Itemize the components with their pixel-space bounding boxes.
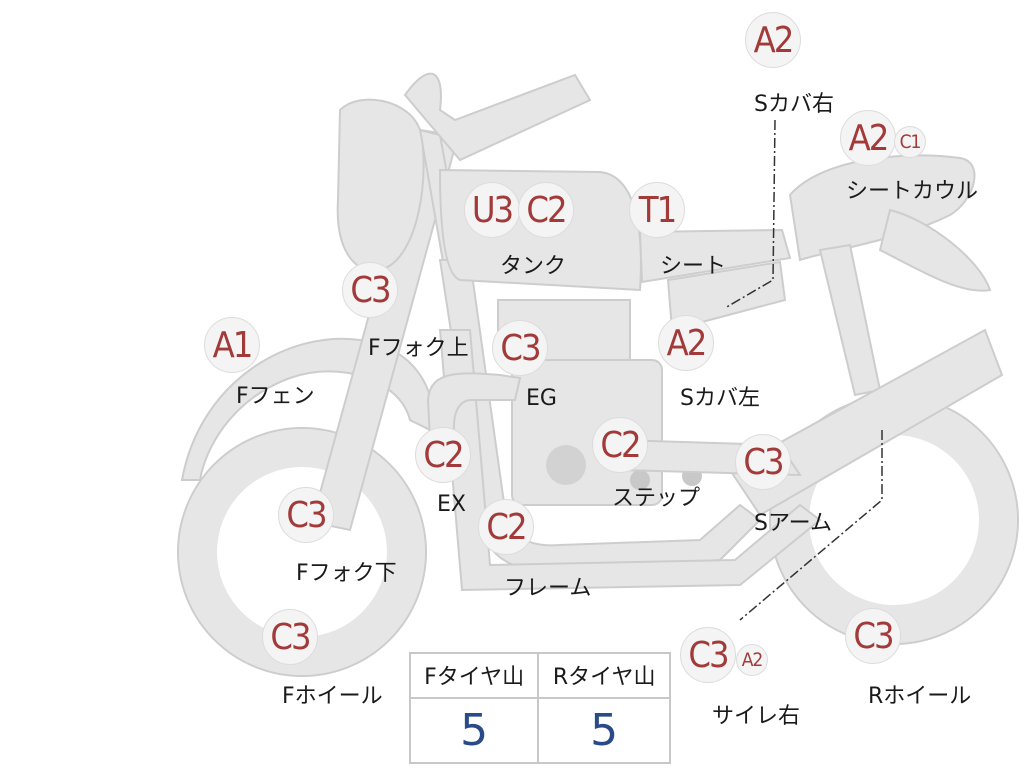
label-f-fender: Fフェン <box>236 384 315 409</box>
tail-shape <box>878 208 992 292</box>
grade-f-wheel: C3 <box>262 609 318 665</box>
seat-shape <box>638 228 792 284</box>
label-f-fork-lower: Fフォク下 <box>296 561 397 586</box>
label-step: ステップ <box>612 486 701 511</box>
grade-f-fork-lower: C3 <box>278 487 334 543</box>
grade-f-fork-upper: C3 <box>342 262 398 318</box>
tire-tread-table: Fタイヤ山 Rタイヤ山 5 5 <box>408 652 671 765</box>
grade-seat-cowl-2: C1 <box>894 126 926 158</box>
grade-tank-2: C2 <box>518 182 574 238</box>
label-tank: タンク <box>500 254 567 279</box>
grade-seat: T1 <box>629 182 685 238</box>
label-r-wheel: Rホイール <box>868 684 972 709</box>
label-engine: EG <box>526 386 557 411</box>
label-seat-cowl: シートカウル <box>846 179 979 204</box>
grade-swing-arm: C3 <box>735 434 791 490</box>
label-s-cover-left: Sカバ左 <box>680 386 760 411</box>
label-swing-arm: Sアーム <box>754 511 832 536</box>
front-wheel-outline <box>177 427 427 677</box>
grade-s-cover-right: A2 <box>745 12 801 68</box>
label-f-wheel: Fホイール <box>282 684 383 709</box>
label-seat: シート <box>660 254 727 279</box>
grade-s-cover-left: A2 <box>658 315 714 371</box>
side-cover-shape <box>666 260 787 332</box>
down-tube-shape <box>438 329 822 592</box>
label-muffler-right: サイレ右 <box>712 704 801 729</box>
handlebar-shape <box>403 72 592 162</box>
label-exhaust: EX <box>437 492 466 517</box>
headlight-shape <box>336 98 425 272</box>
label-f-fork-upper: Fフォク上 <box>368 336 469 361</box>
rear-subframe-shape <box>818 243 882 397</box>
grade-seat-cowl-1: A2 <box>840 110 896 166</box>
grade-f-fender: A1 <box>204 317 260 373</box>
grade-r-wheel: C3 <box>845 608 901 664</box>
grade-muffler-right-1: C3 <box>680 627 736 683</box>
grade-muffler-right-2: A2 <box>736 644 768 676</box>
rear-tire-header: Rタイヤ山 <box>537 652 671 699</box>
exhaust-pipe-shape <box>426 372 522 441</box>
rear-tire-value: 5 <box>537 696 671 765</box>
grade-step: C2 <box>592 417 648 473</box>
grade-tank-1: U3 <box>464 182 520 238</box>
label-frame: フレーム <box>504 576 592 601</box>
front-tire-header: Fタイヤ山 <box>408 652 540 699</box>
leader-muffler-right <box>739 430 883 621</box>
grade-engine: C3 <box>492 320 548 376</box>
label-s-cover-right: Sカバ右 <box>754 92 834 117</box>
grade-frame: C2 <box>478 499 534 555</box>
front-tire-value: 5 <box>408 696 540 765</box>
grade-exhaust: C2 <box>415 427 471 483</box>
muffler-shape <box>728 328 1004 517</box>
